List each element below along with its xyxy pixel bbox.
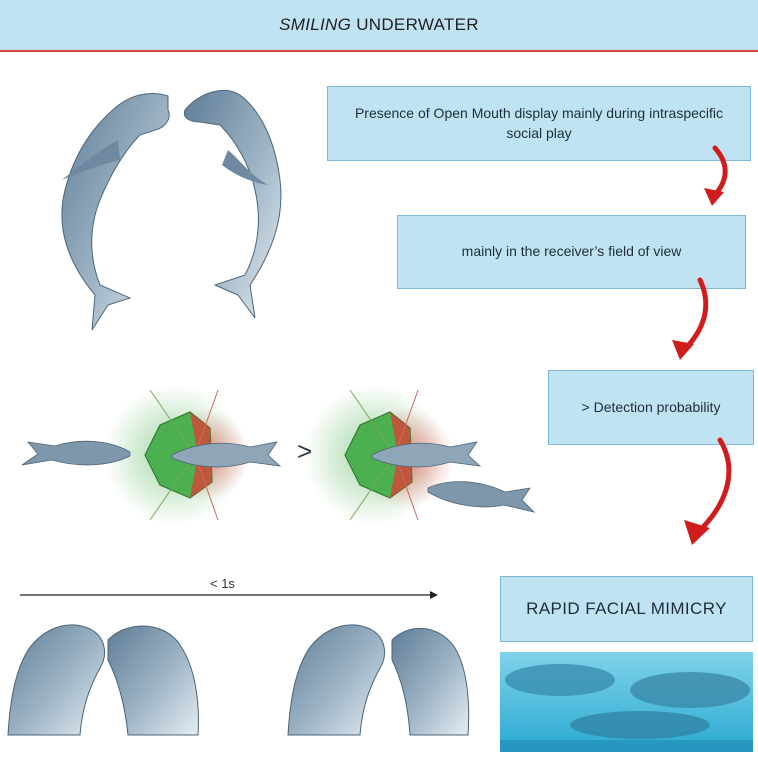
step-text-2: mainly in the receiver’s field of view <box>461 243 682 260</box>
dolphin-right-top <box>183 89 282 319</box>
dolphin-pair-top <box>61 89 282 331</box>
timeline-label: < 1s <box>210 576 235 591</box>
page-title: SMILING UNDERWATER <box>279 15 479 35</box>
step-text-4: RAPID FACIAL MIMICRY <box>526 599 727 619</box>
step-box-field-of-view: mainly in the receiver’s field of view <box>397 215 746 289</box>
dolphin-swimming-1 <box>21 440 131 466</box>
field-of-view-left <box>21 385 282 525</box>
step-box-mimicry: RAPID FACIAL MIMICRY <box>500 576 753 642</box>
title-rest: UNDERWATER <box>356 15 479 34</box>
step-text-3: > Detection probability <box>581 398 721 415</box>
dolphin-swimming-3 <box>371 441 482 468</box>
dolphin-left-top <box>61 93 170 331</box>
dolphin-left-flipper <box>62 140 120 180</box>
dolphin-swimming-2 <box>171 441 282 468</box>
step-box-detection: > Detection probability <box>548 370 754 445</box>
dolphin-swimming-4 <box>427 481 536 513</box>
curved-arrow-icon <box>679 145 732 538</box>
field-of-view-right <box>305 385 536 525</box>
dolphin-pair-bottom-2 <box>287 624 470 736</box>
dolphin-pair-bottom-1 <box>7 624 199 736</box>
header-bar: SMILING UNDERWATER <box>0 0 758 52</box>
dolphin-right-flipper <box>222 150 268 185</box>
underwater-photo <box>500 652 753 752</box>
step-text-1: Presence of Open Mouth display mainly du… <box>354 104 724 141</box>
arrow-heads <box>672 188 724 545</box>
title-italic: SMILING <box>279 15 352 34</box>
step-box-open-mouth: Presence of Open Mouth display mainly du… <box>327 86 751 161</box>
